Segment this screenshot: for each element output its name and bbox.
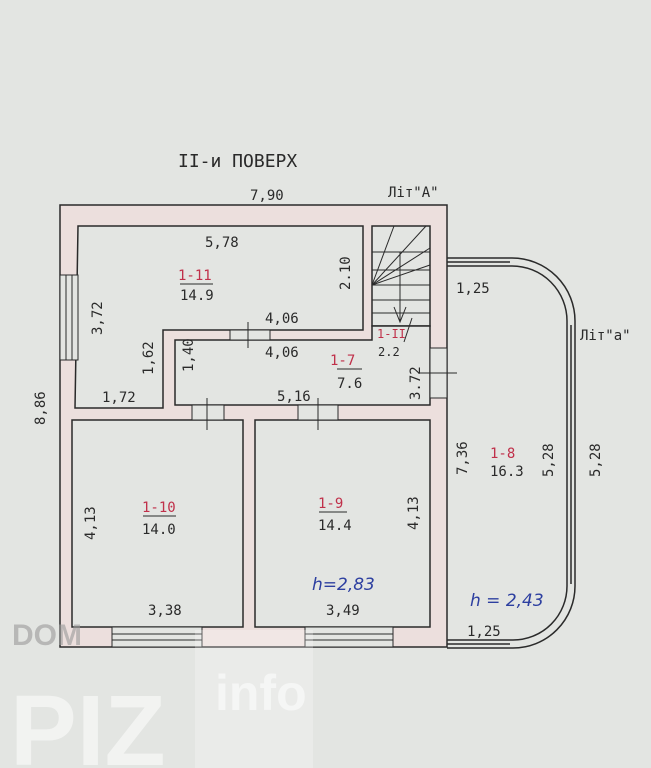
room-1-7: 1-7 7.6 xyxy=(330,353,362,392)
dim-balcony-a: 5,28 xyxy=(541,443,557,477)
label-lit-A: Літ"А" xyxy=(388,185,439,201)
room-area: 14.9 xyxy=(180,288,214,304)
room-area: 7.6 xyxy=(337,376,362,392)
dim-room11-right: 2.10 xyxy=(338,256,354,290)
watermark-dom: DOM xyxy=(12,619,82,652)
room-area: 14.4 xyxy=(318,518,352,534)
walls xyxy=(59,204,448,648)
room-id: 1-II xyxy=(377,327,406,341)
dim-corridor-width: 5,16 xyxy=(277,389,311,405)
stair-icon xyxy=(371,225,431,343)
dim-room11-width: 5,78 xyxy=(205,235,239,251)
floor-title: II-и ПОВЕРХ xyxy=(178,151,297,172)
dim-balcony-b: 5,28 xyxy=(588,443,604,477)
dim-room10-width: 3,38 xyxy=(148,603,182,619)
dim-corridor-top: 4,06 xyxy=(265,345,299,361)
room-id: 1-11 xyxy=(178,268,212,284)
room-id: 1-10 xyxy=(142,500,176,516)
room-id: 1-7 xyxy=(330,353,355,369)
dim-room11-bottom: 4,06 xyxy=(265,311,299,327)
room-1-9: 1-9 14.4 xyxy=(318,496,352,534)
room-id: 1-8 xyxy=(490,446,515,462)
dim-step-width: 1,72 xyxy=(102,390,136,406)
dim-step-height: 1,62 xyxy=(141,341,157,375)
dim-balcony-bottom: 1,25 xyxy=(467,624,501,640)
room-1-10: 1-10 14.0 xyxy=(142,500,176,538)
watermark-suffix: info xyxy=(215,665,307,721)
height-note-main: h=2,83 xyxy=(312,575,375,595)
dim-stair-height: 3.72 xyxy=(408,366,424,400)
room-area: 16.3 xyxy=(490,464,524,480)
room-area: 14.0 xyxy=(142,522,176,538)
dim-balcony-inner: 7,36 xyxy=(455,441,471,475)
dim-overall-height: 8,86 xyxy=(33,391,49,425)
balcony xyxy=(447,257,576,649)
dim-room11-height: 3,72 xyxy=(90,301,106,335)
room-1-8: 1-8 16.3 xyxy=(490,446,524,480)
dim-room9-height: 4,13 xyxy=(406,496,422,530)
room-area: 2.2 xyxy=(378,345,400,359)
dim-balcony-top: 1,25 xyxy=(456,281,490,297)
room-1-11: 1-11 14.9 xyxy=(178,268,214,304)
windows xyxy=(59,274,457,648)
dim-overall-width: 7,90 xyxy=(250,188,284,204)
height-note-balcony: h = 2,43 xyxy=(470,591,544,611)
watermark-brand: PIZ xyxy=(10,675,166,768)
room-1-II: 1-II 2.2 xyxy=(377,327,406,359)
label-lit-a: Літ"а" xyxy=(580,328,631,344)
room-id: 1-9 xyxy=(318,496,343,512)
dim-room10-height: 4,13 xyxy=(83,506,99,540)
dim-corridor-height: 1,40 xyxy=(181,338,197,372)
doors xyxy=(191,322,339,430)
watermark: DOM PIZ info xyxy=(10,619,313,768)
dim-room9-width: 3,49 xyxy=(326,603,360,619)
